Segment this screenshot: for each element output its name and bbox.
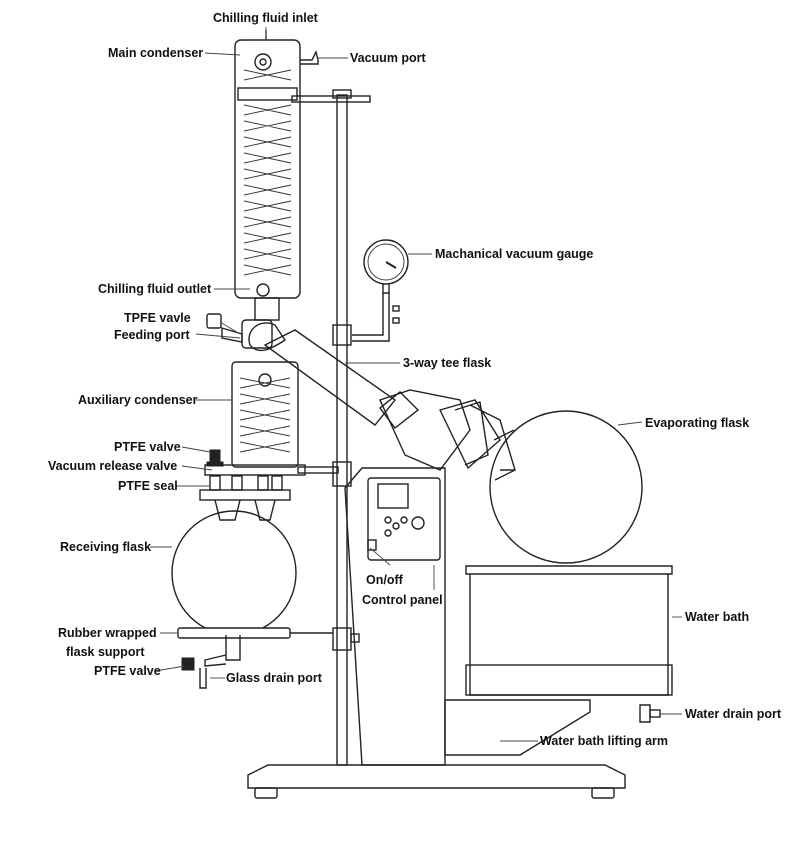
- evaporating-flask: [489, 410, 643, 564]
- auxiliary-condenser: [204, 361, 306, 476]
- label-water-bath: Water bath: [685, 610, 749, 624]
- leader-lines: [150, 27, 682, 742]
- label-ptfe-valve-bottom: PTFE valve: [94, 664, 161, 678]
- receiving-flask: [171, 510, 333, 689]
- water-bath: [444, 565, 673, 756]
- control-tower: [344, 467, 446, 766]
- label-glass-drain-port: Glass drain port: [226, 671, 323, 685]
- label-flask-support: flask support: [66, 645, 145, 659]
- label-control-panel: Control panel: [362, 593, 443, 607]
- label-rubber-wrapped: Rubber wrapped: [58, 626, 157, 640]
- label-vacuum-release-valve: Vacuum release valve: [48, 459, 177, 473]
- label-receiving-flask: Receiving flask: [60, 540, 151, 554]
- label-vacuum-gauge: Machanical vacuum gauge: [435, 247, 593, 261]
- label-ptfe-seal: PTFE seal: [118, 479, 178, 493]
- label-tpfe-valve: TPFE vavle: [124, 311, 191, 325]
- label-on-off: On/off: [366, 573, 404, 587]
- labels: Chilling fluid inlet Main condenser Vacu…: [48, 11, 782, 748]
- label-feeding-port: Feeding port: [114, 328, 191, 342]
- rotary-motor: [379, 389, 516, 481]
- label-water-drain-port: Water drain port: [685, 707, 782, 721]
- label-water-bath-lifting-arm: Water bath lifting arm: [540, 734, 668, 748]
- label-chilling-fluid-inlet: Chilling fluid inlet: [213, 11, 319, 25]
- base-plate: [247, 764, 626, 799]
- label-main-condenser: Main condenser: [108, 46, 203, 60]
- label-evaporating-flask: Evaporating flask: [645, 416, 749, 430]
- label-three-way-tee: 3-way tee flask: [403, 356, 491, 370]
- label-ptfe-valve-top: PTFE valve: [114, 440, 181, 454]
- ptfe-valves: [199, 449, 291, 521]
- main-condenser: [234, 30, 319, 321]
- label-auxiliary-condenser: Auxiliary condenser: [78, 393, 198, 407]
- vacuum-gauge: [352, 239, 409, 342]
- three-way-tee-flask: [206, 313, 397, 426]
- support-rod: [291, 89, 371, 766]
- label-chilling-fluid-outlet: Chilling fluid outlet: [98, 282, 212, 296]
- label-vacuum-port: Vacuum port: [350, 51, 427, 65]
